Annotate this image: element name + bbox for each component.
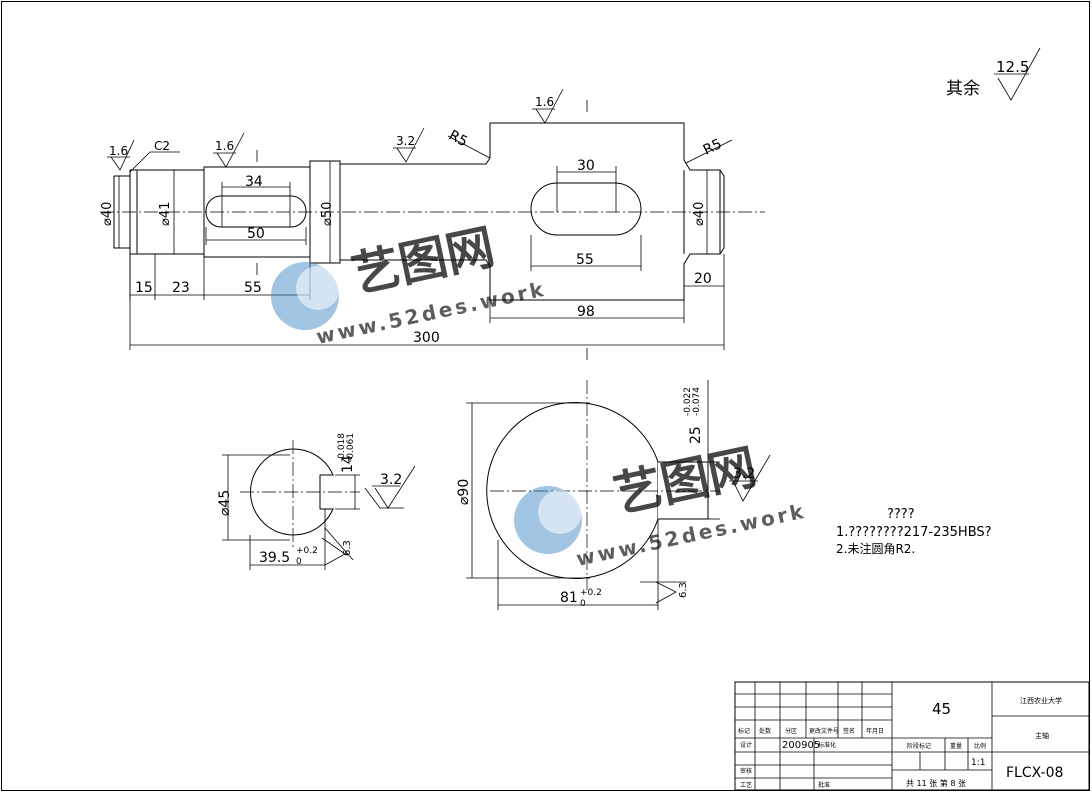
title-block-part-name: 主轴 xyxy=(1035,731,1049,740)
roughness-symbol-3: 1.6 xyxy=(532,88,564,124)
left-keyway-inner-dim: 34 xyxy=(245,174,263,190)
title-block-company: 江西农业大学 xyxy=(1020,696,1062,705)
svg-text:标记: 标记 xyxy=(738,727,750,735)
dia-50: ⌀50 xyxy=(320,202,335,226)
svg-text:签名: 签名 xyxy=(843,727,855,735)
large-section-dia: ⌀90 xyxy=(456,479,472,505)
large-section-width: 25 xyxy=(688,426,704,444)
left-keyway-outer-dim: 50 xyxy=(247,226,265,242)
svg-text:分区: 分区 xyxy=(785,727,797,735)
dim-23: 23 xyxy=(172,280,190,296)
svg-text:-0.061: -0.061 xyxy=(346,433,356,462)
svg-text:年月日: 年月日 xyxy=(866,727,884,735)
svg-text:更改文件号: 更改文件号 xyxy=(809,727,839,735)
radius-right: R5 xyxy=(701,136,725,159)
section-small: ⌀45 39.5 +0.2 0 14 -0.018 -0.061 3.2 6.3 xyxy=(217,433,416,570)
svg-text:设计: 设计 xyxy=(740,741,752,749)
title-block: 标记 处数 分区 更改文件号 签名 年月日 设计 200905 标准化 审核 工… xyxy=(734,681,1090,791)
notes-line-1: 1.????????217-235HBS? xyxy=(836,525,992,540)
large-section-depth: 81 xyxy=(560,590,578,606)
svg-text:0: 0 xyxy=(580,599,586,609)
dia-40-left: ⌀40 xyxy=(100,202,115,226)
small-section-width: 14 xyxy=(340,455,356,473)
dim-55: 55 xyxy=(244,280,262,296)
svg-text:1.6: 1.6 xyxy=(109,144,128,158)
svg-text:-0.074: -0.074 xyxy=(692,387,702,416)
shaft-front-view: 34 50 30 55 ⌀40 ⌀41 ⌀50 ⌀40 C2 R5 R5 xyxy=(100,88,765,360)
general-roughness-label: 其余 xyxy=(946,79,980,99)
svg-text:批准: 批准 xyxy=(818,781,830,789)
section-large: ⌀90 81 +0.2 0 25 -0.022 -0.074 3.2 6.3 xyxy=(456,380,771,610)
technical-notes: ???? 1.????????217-235HBS? 2.未注圆角R2. xyxy=(836,507,992,556)
svg-text:+0.2: +0.2 xyxy=(296,546,318,556)
right-keyway-length-dim: 55 xyxy=(576,252,594,268)
dim-300-total: 300 xyxy=(413,330,440,346)
svg-text:0: 0 xyxy=(296,557,302,567)
svg-text:审核: 审核 xyxy=(740,767,752,775)
title-block-date: 200905 xyxy=(782,740,820,751)
watermark-2: 艺图网 www.52des.work xyxy=(514,439,808,571)
title-block-scale: 1:1 xyxy=(971,758,985,768)
large-section-roughness-63: 6.3 xyxy=(678,582,689,598)
left-keyway xyxy=(205,195,307,228)
large-section-roughness: 3.2 xyxy=(733,466,755,482)
small-section-dia: ⌀45 xyxy=(217,490,233,516)
svg-text:处数: 处数 xyxy=(759,727,771,735)
dia-41: ⌀41 xyxy=(158,202,173,226)
svg-text:-0.022: -0.022 xyxy=(683,387,693,416)
svg-text:1.6: 1.6 xyxy=(215,139,234,153)
notes-line-2: 2.未注圆角R2. xyxy=(836,541,915,556)
roughness-symbol-1: 1.6 xyxy=(107,139,135,171)
dim-15: 15 xyxy=(135,280,153,296)
svg-text:+0.2: +0.2 xyxy=(580,588,602,598)
svg-text:1.6: 1.6 xyxy=(535,95,554,109)
right-keyway-width-dim: 30 xyxy=(577,158,595,174)
svg-text:重量: 重量 xyxy=(950,742,962,750)
svg-text:阶段标记: 阶段标记 xyxy=(907,742,931,750)
right-keyway xyxy=(530,182,642,236)
dia-40-right: ⌀40 xyxy=(692,202,707,226)
general-roughness: 其余 12.5 xyxy=(946,47,1041,101)
title-block-drawing-no: FLCX-08 xyxy=(1006,765,1063,781)
svg-text:工艺: 工艺 xyxy=(740,781,752,789)
svg-text:比例: 比例 xyxy=(974,742,986,750)
chamfer-label: C2 xyxy=(154,139,170,153)
dim-20: 20 xyxy=(694,271,712,287)
small-section-depth: 39.5 xyxy=(259,550,290,566)
dim-98: 98 xyxy=(577,304,595,320)
small-section-roughness-63: 6.3 xyxy=(342,540,353,556)
small-section-roughness: 3.2 xyxy=(380,472,402,488)
svg-text:3.2: 3.2 xyxy=(396,134,415,148)
notes-title: ???? xyxy=(887,507,915,522)
general-roughness-value: 12.5 xyxy=(996,58,1029,76)
roughness-symbol-4: 3.2 xyxy=(393,127,425,163)
svg-text:-0.018: -0.018 xyxy=(337,433,347,462)
title-block-material: 45 xyxy=(932,700,951,718)
watermark-1: 艺图网 www.52des.work xyxy=(271,219,548,349)
title-block-sheets: 共 11 张 第 8 张 xyxy=(906,778,966,788)
svg-text:标准化: 标准化 xyxy=(818,741,836,749)
roughness-symbol-2: 1.6 xyxy=(213,132,245,168)
radius-left: R5 xyxy=(446,127,470,150)
